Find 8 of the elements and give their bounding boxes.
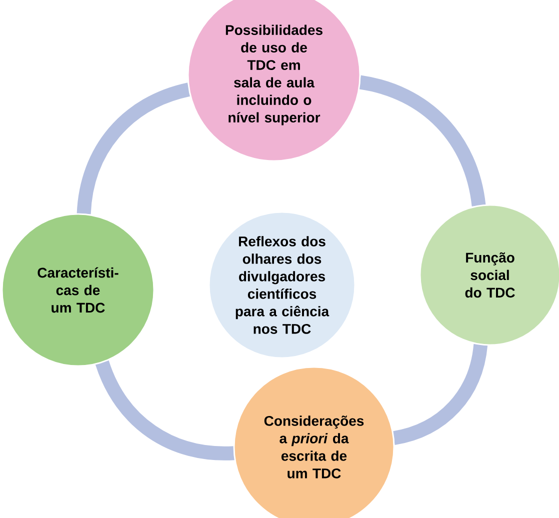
ring-arc: [392, 344, 488, 445]
ring-arc: [95, 360, 234, 460]
circle-node: Característi- cas de um TDC: [1, 213, 155, 367]
ring-arc: [358, 75, 486, 207]
circle-node: Reflexos dos olhares dos divulgadores científicos para a ciência nos TDC: [208, 211, 356, 359]
ring-arc: [76, 82, 191, 215]
circle-node: Considerações a priori da escrita de um TDC: [233, 366, 395, 518]
circle-node: Função social do TDC: [419, 204, 559, 346]
